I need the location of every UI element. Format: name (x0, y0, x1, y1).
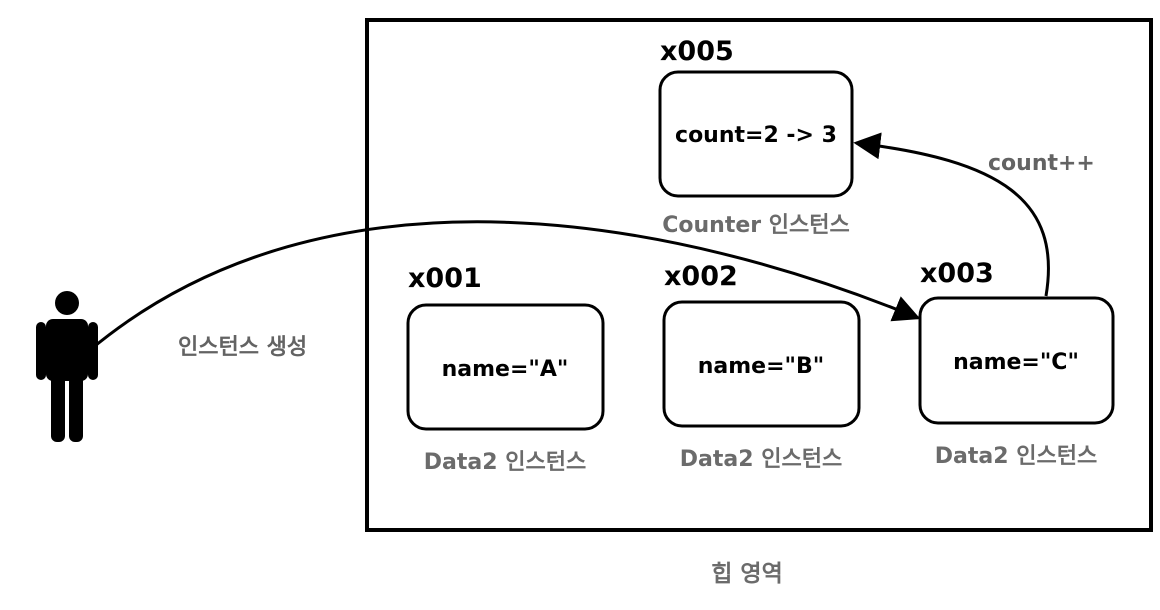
instance-value: name="B" (698, 354, 824, 379)
instance-caption: Data2 인스턴스 (935, 444, 1097, 469)
person-icon (36, 291, 98, 442)
instance-caption: Data2 인스턴스 (680, 447, 842, 472)
instance-address: x003 (920, 258, 994, 289)
counter-value: count=2 -> 3 (675, 123, 837, 148)
data2-instance-x001: x001 name="A" Data2 인스턴스 (406, 263, 605, 475)
counter-box (658, 70, 854, 198)
create-instance-arrow (89, 220, 921, 352)
heap-area-label: 힙 영역 (711, 561, 783, 587)
data2-instance-x003: x003 name="C" Data2 인스턴스 (918, 258, 1115, 469)
counter-address: x005 (660, 36, 734, 67)
create-instance-label: 인스턴스 생성 (178, 335, 307, 360)
instance-box (662, 300, 861, 428)
instance-address: x001 (408, 263, 482, 294)
instance-box (406, 303, 605, 431)
instance-value: name="A" (442, 357, 569, 382)
data2-instance-x002: x002 name="B" Data2 인스턴스 (662, 261, 861, 472)
count-increment-label: count++ (988, 151, 1095, 176)
heap-area-frame (365, 18, 1153, 532)
counter-instance: x005 count=2 -> 3 Counter 인스턴스 (658, 36, 854, 238)
count-increment-arrow (853, 132, 1050, 297)
instance-box (918, 296, 1115, 425)
counter-caption: Counter 인스턴스 (662, 213, 850, 238)
instance-caption: Data2 인스턴스 (424, 450, 586, 475)
instance-address: x002 (664, 261, 738, 292)
instance-value: name="C" (953, 350, 1079, 375)
